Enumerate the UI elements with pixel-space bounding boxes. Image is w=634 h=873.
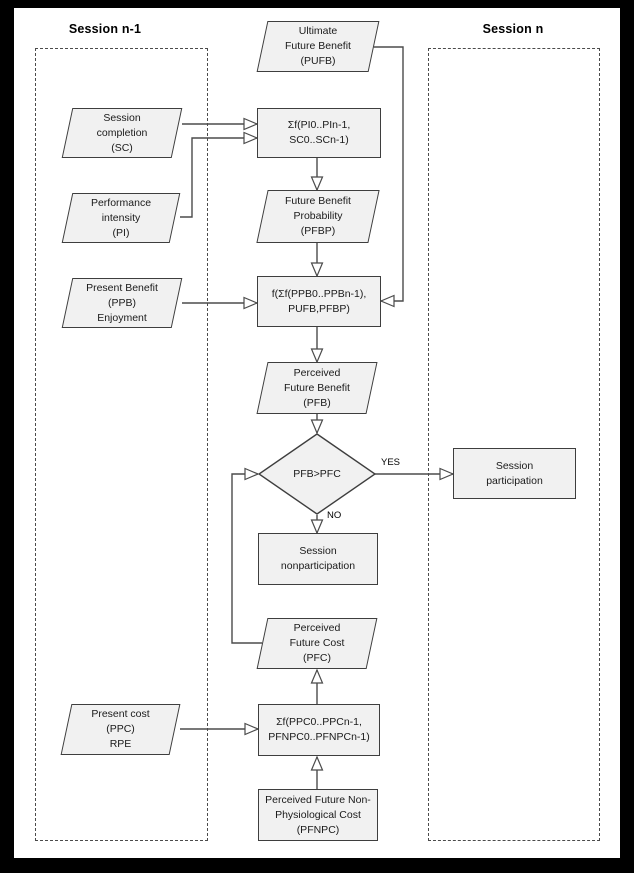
node-session-nonparticipation: Session nonparticipation [258, 533, 378, 585]
node-session-nonparticipation-label: Session nonparticipation [280, 545, 356, 572]
node-ultimate-future-benefit: Ultimate Future Benefit (PUFB) [262, 21, 374, 72]
node-session-completion-label: Session completion (SC) [96, 111, 148, 154]
node-present-cost: Present cost (PPC) RPE [66, 704, 175, 755]
node-perceived-future-cost-label: Perceived Future Cost (PFC) [289, 622, 345, 664]
session-n-boundary [428, 48, 600, 841]
node-future-benefit-probability: Future Benefit Probability (PFBP) [262, 190, 374, 243]
node-perceived-future-cost: Perceived Future Cost (PFC) [262, 618, 372, 669]
node-session-completion: Session completion (SC) [67, 108, 177, 158]
session-n-1-boundary [35, 48, 208, 841]
edge-label-yes: YES [381, 457, 401, 468]
node-f-ppb-pufb-pfbp-label: f(Σf(PPB0..PPBn-1), PUFB,PFBP) [271, 287, 367, 315]
node-present-benefit-label: Present Benefit (PPB) Enjoyment [86, 281, 158, 324]
node-perceived-future-benefit: Perceived Future Benefit (PFB) [262, 362, 372, 414]
node-sum-ppc-pfnpc: Σf(PPC0..PPCn-1, PFNPC0..PFNPCn-1) [258, 704, 380, 756]
edge-pfc-to-decision [231, 474, 262, 644]
edge-label-no: NO [327, 510, 342, 521]
section-title-left: Session n-1 [68, 22, 142, 36]
decision-diamond-shape [258, 433, 376, 515]
edge-pi-to-sum [180, 138, 257, 218]
edge-pufb-to-f [370, 46, 404, 301]
node-session-participation: Session participation [453, 448, 576, 499]
node-performance-intensity: Performance intensity (PI) [67, 193, 175, 243]
section-title-right: Session n [482, 22, 544, 36]
node-sum-pi-sc-label: Σf(PI0..PIn-1, SC0..SCn-1) [287, 119, 351, 146]
node-present-cost-label: Present cost (PPC) RPE [91, 708, 150, 750]
node-sum-ppc-pfnpc-label: Σf(PPC0..PPCn-1, PFNPC0..PFNPCn-1) [268, 716, 370, 743]
node-session-participation-label: Session participation [486, 459, 543, 487]
node-future-benefit-probability-label: Future Benefit Probability (PFBP) [285, 195, 351, 237]
node-pfnpc-label: Perceived Future Non- Physiological Cost… [265, 793, 371, 836]
node-ultimate-future-benefit-label: Ultimate Future Benefit (PUFB) [285, 25, 351, 67]
node-pfnpc: Perceived Future Non- Physiological Cost… [258, 789, 378, 841]
node-performance-intensity-label: Performance intensity (PI) [90, 196, 152, 239]
node-sum-pi-sc: Σf(PI0..PIn-1, SC0..SCn-1) [257, 108, 381, 158]
node-decision-pfb-gt-pfc: PFB>PFC [258, 433, 376, 515]
node-present-benefit: Present Benefit (PPB) Enjoyment [67, 278, 177, 328]
node-f-ppb-pufb-pfbp: f(Σf(PPB0..PPBn-1), PUFB,PFBP) [257, 276, 381, 327]
node-decision-label: PFB>PFC [293, 468, 341, 480]
node-perceived-future-benefit-label: Perceived Future Benefit (PFB) [284, 366, 350, 409]
